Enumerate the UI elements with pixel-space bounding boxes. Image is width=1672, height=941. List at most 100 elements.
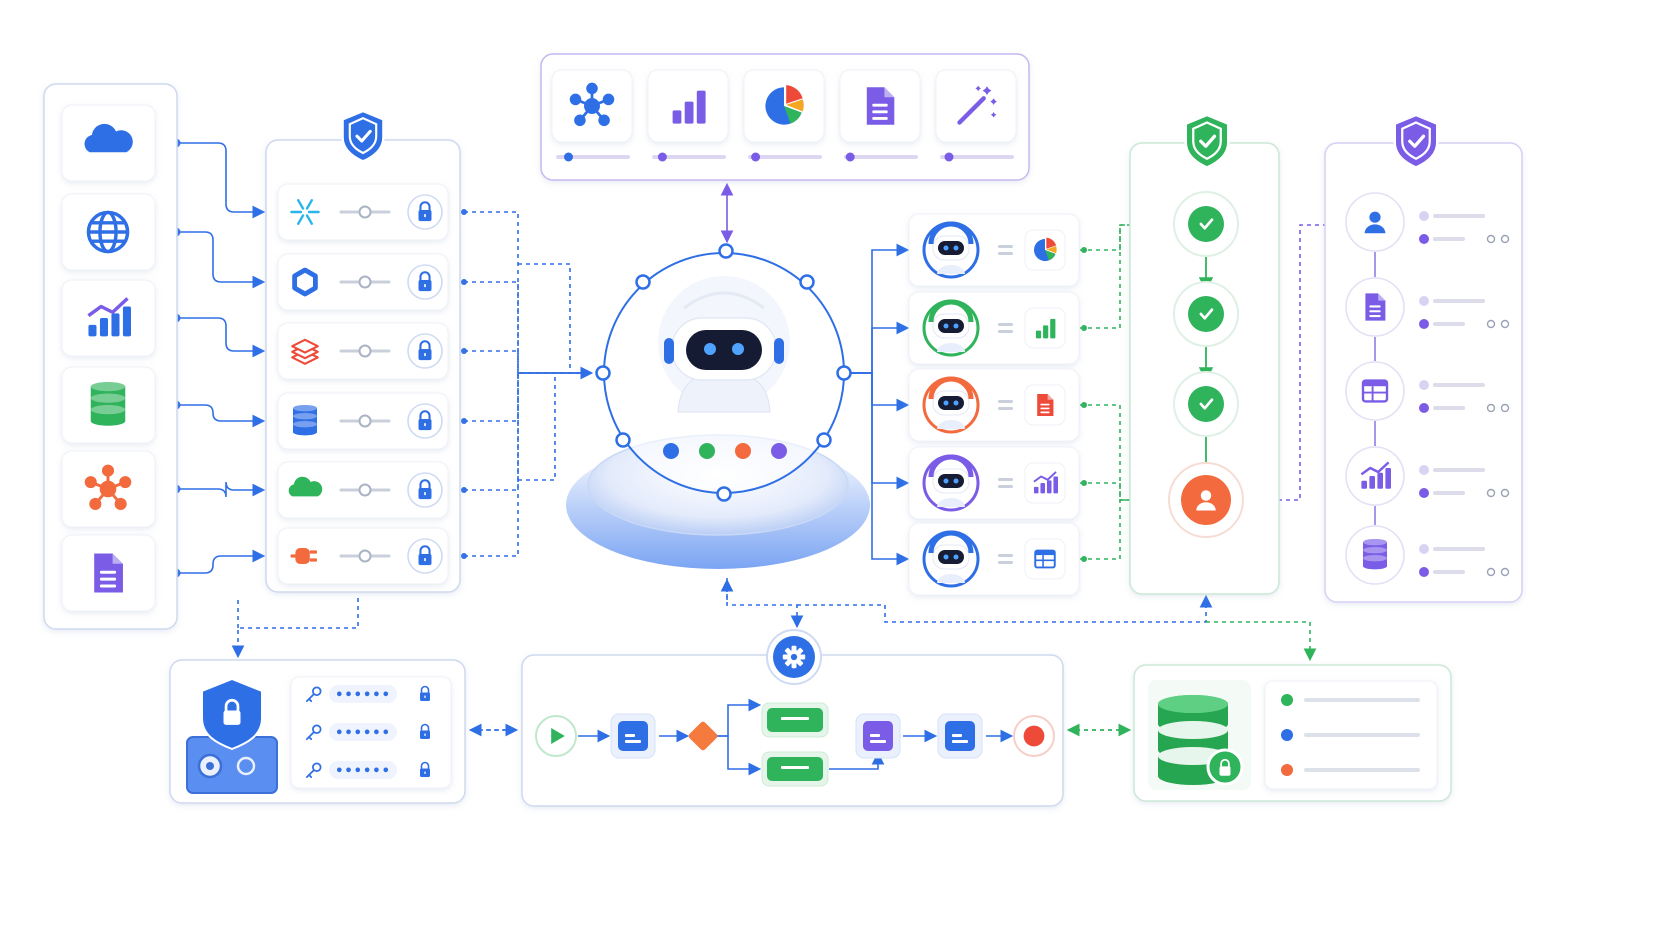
agent-eye — [943, 245, 949, 251]
source-item[interactable] — [61, 193, 156, 271]
connector-to-core-line — [464, 372, 588, 557]
branch-task-icon[interactable] — [761, 751, 829, 787]
db-layer — [1363, 558, 1387, 567]
tool-item[interactable] — [839, 69, 921, 162]
storage-db-top — [1158, 721, 1228, 739]
task-icon[interactable] — [937, 713, 983, 759]
connector-row[interactable] — [277, 461, 449, 519]
source-item[interactable] — [61, 534, 156, 612]
source-item[interactable] — [61, 450, 156, 528]
magic-wand-icon — [957, 85, 997, 125]
connector-row[interactable] — [277, 392, 449, 450]
source-item[interactable] — [61, 279, 156, 357]
database-icon — [1363, 539, 1387, 570]
vault-secret-mask: •••••• — [335, 764, 391, 779]
gear-hole — [790, 653, 798, 661]
task-icon[interactable] — [610, 713, 656, 759]
gear-tooth — [791, 662, 797, 669]
agent-avatar — [922, 454, 980, 512]
doc-line — [872, 103, 888, 107]
bus-branch-line — [518, 373, 556, 481]
output-row[interactable] — [1345, 192, 1510, 252]
user-body — [1196, 502, 1216, 511]
agent-row[interactable] — [908, 522, 1080, 596]
tool-item[interactable] — [551, 69, 633, 162]
approval-step-badge — [1188, 296, 1224, 332]
tool-item[interactable] — [743, 69, 825, 162]
output-pager-dot — [1486, 319, 1496, 329]
network-hub — [99, 480, 117, 498]
connector-row[interactable] — [277, 183, 449, 241]
hexagon-ring-icon — [292, 267, 318, 297]
tool-item[interactable] — [647, 69, 729, 162]
output-row[interactable] — [1345, 446, 1510, 506]
chart-bar — [1385, 468, 1391, 489]
document-shape — [1365, 293, 1386, 321]
vault-secret-row[interactable]: •••••• — [305, 723, 430, 741]
source-to-connector-line — [176, 549, 266, 574]
agent-headset — [928, 454, 974, 478]
approval-step[interactable] — [1173, 371, 1239, 437]
connector-slider-knob[interactable] — [358, 414, 372, 428]
agent-row[interactable] — [908, 446, 1080, 520]
output-row[interactable] — [1345, 277, 1510, 337]
output-row[interactable] — [1345, 525, 1510, 585]
connector-slider-knob[interactable] — [358, 549, 372, 563]
vault-secret-row[interactable]: •••••• — [305, 761, 430, 779]
decision-icon[interactable] — [687, 720, 718, 751]
connector-slider-knob[interactable] — [358, 344, 372, 358]
approval-step[interactable] — [1173, 191, 1239, 257]
connector-slider-knob[interactable] — [358, 483, 372, 497]
db-bottom — [1363, 563, 1387, 570]
network-node — [119, 476, 132, 489]
connector-slider-knob[interactable] — [358, 205, 372, 219]
tool-item[interactable] — [935, 69, 1017, 162]
storage-db-lid — [1158, 695, 1228, 713]
source-item[interactable] — [61, 104, 156, 182]
connector-row[interactable] — [277, 322, 449, 380]
tool-progress-knob[interactable] — [751, 152, 761, 162]
lock-keyhole — [424, 733, 426, 736]
connector-row[interactable] — [277, 527, 449, 585]
source-to-connector-line — [176, 317, 266, 358]
key-icon — [305, 724, 322, 741]
tool-progress-knob[interactable] — [944, 152, 954, 162]
connector-row[interactable] — [277, 253, 449, 311]
output-meta-dot — [1419, 211, 1429, 221]
connector-port-dot — [461, 209, 467, 215]
core-hub[interactable] — [566, 243, 870, 570]
approval-step[interactable] — [1173, 281, 1239, 347]
user-head — [1369, 211, 1381, 223]
output-meta-bar — [1433, 547, 1485, 551]
lock-icon — [418, 201, 432, 222]
shield-check — [1199, 134, 1217, 148]
tool-progress-knob[interactable] — [657, 152, 667, 162]
output-row[interactable] — [1345, 361, 1510, 421]
chart-bar — [1035, 330, 1042, 339]
branch-task-icon[interactable] — [761, 702, 829, 738]
source-item[interactable] — [61, 366, 156, 444]
lock-icon — [418, 410, 432, 431]
vault-secret-mask: •••••• — [335, 726, 391, 741]
tool-progress-knob[interactable] — [564, 152, 573, 162]
layers-shape — [291, 338, 319, 365]
agent-row[interactable] — [908, 213, 1080, 287]
task-icon[interactable] — [855, 713, 901, 759]
db-shine — [293, 405, 317, 412]
tool-progress-knob[interactable] — [845, 152, 855, 162]
approval-step[interactable] — [1168, 462, 1244, 538]
output-meta-bar — [1433, 406, 1465, 410]
vault-secret-pill — [329, 761, 397, 779]
orbit-node — [718, 243, 734, 259]
vault-secret-row[interactable]: •••••• — [305, 685, 430, 703]
agent-row[interactable] — [908, 291, 1080, 365]
lock-shape — [1219, 758, 1231, 776]
key-bow — [312, 724, 322, 734]
globe-icon — [86, 210, 130, 254]
agent-headset — [928, 221, 974, 245]
connector-slider-knob[interactable] — [358, 275, 372, 289]
source-to-connector-line — [176, 404, 266, 428]
output-meta-bar — [1433, 237, 1465, 241]
agent-row[interactable] — [908, 368, 1080, 442]
